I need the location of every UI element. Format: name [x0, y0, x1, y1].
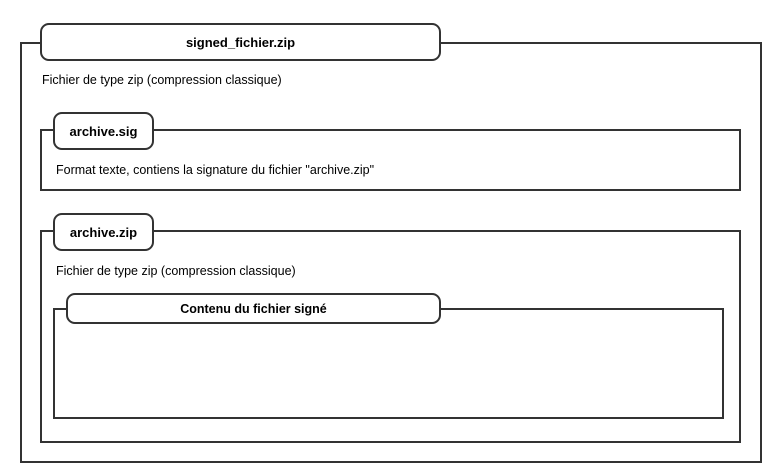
archive-zip-container: [40, 230, 741, 443]
archive-sig-container: [40, 129, 741, 191]
signed-zip-description: Fichier de type zip (compression classiq…: [42, 73, 282, 87]
signed-content-title: Contenu du fichier signé: [66, 293, 441, 324]
archive-zip-title: archive.zip: [53, 213, 154, 251]
archive-zip-description: Fichier de type zip (compression classiq…: [56, 264, 296, 278]
signed-content-container: [53, 308, 724, 419]
signed-zip-title: signed_fichier.zip: [40, 23, 441, 61]
archive-sig-description: Format texte, contiens la signature du f…: [56, 163, 375, 177]
archive-sig-title: archive.sig: [53, 112, 154, 150]
